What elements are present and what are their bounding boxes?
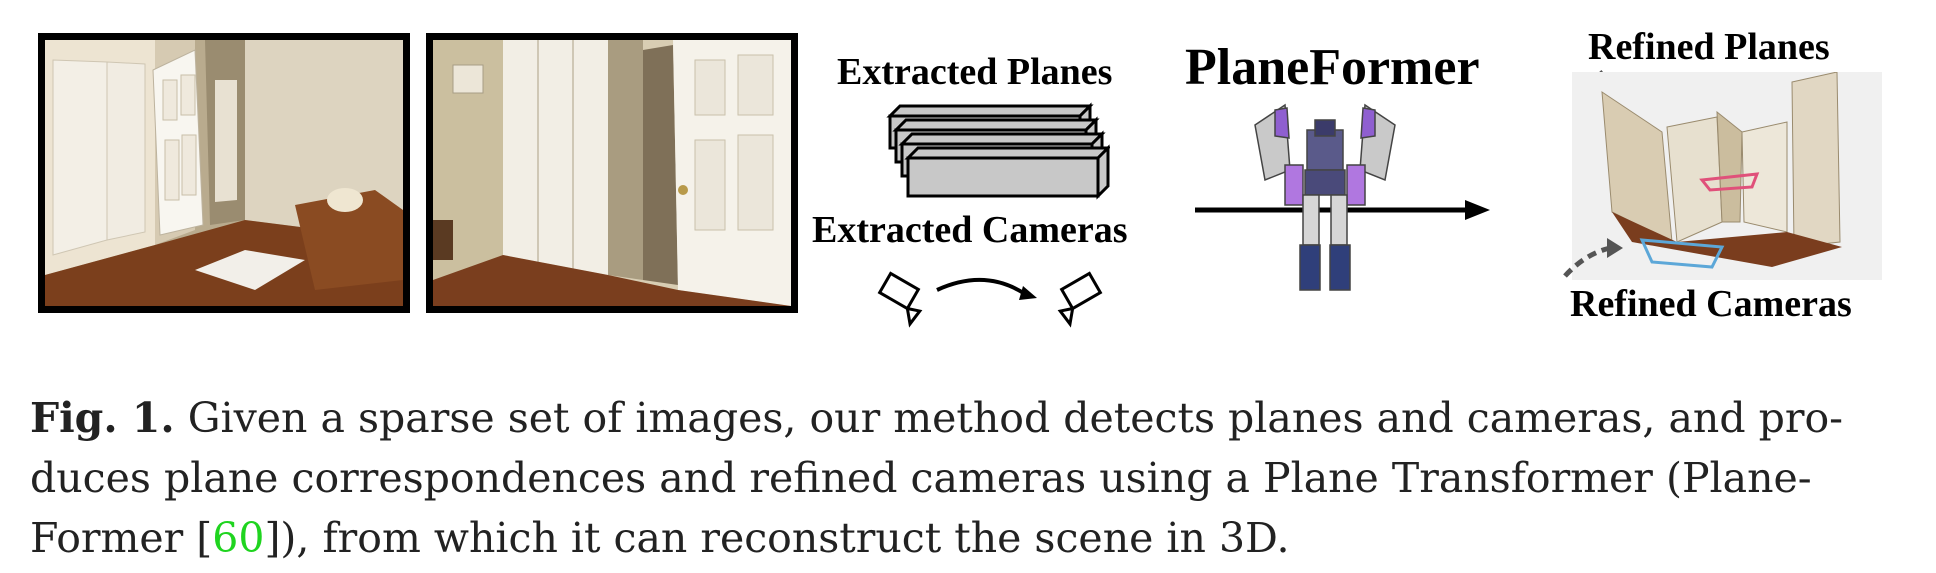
caption-word: detects [1063, 394, 1215, 442]
extracted-planes-icon [886, 102, 1110, 200]
caption-text: ]), from which it can reconstruct the sc… [264, 514, 1290, 562]
caption-word: correspondences [291, 454, 647, 502]
caption-word: set [507, 394, 570, 442]
caption-word: of [582, 394, 623, 442]
caption-word: and [659, 454, 737, 502]
caption-word: using [1099, 454, 1213, 502]
caption-word: our [809, 394, 881, 442]
refined-planes-label: Refined Planes [1588, 26, 1830, 68]
planeformer-label: PlaneFormer [1185, 39, 1480, 96]
citation-link[interactable]: 60 [212, 514, 265, 562]
caption-word: Transformer [1391, 454, 1653, 502]
figure-caption: Fig. 1. Given a sparse set of images, ou… [30, 388, 1910, 568]
caption-word: sparse [358, 394, 495, 442]
caption-word: planes [1228, 394, 1364, 442]
caption-word: Plane [1263, 454, 1379, 502]
transformer-robot-icon [1254, 103, 1396, 291]
caption-word: pro- [1758, 394, 1844, 442]
extracted-cameras-icon [877, 271, 1103, 328]
caption-word: and [1376, 394, 1454, 442]
input-image-2 [426, 33, 798, 313]
caption-word: images, [635, 394, 797, 442]
caption-word: and [1668, 394, 1746, 442]
figure-label: Fig. 1. [30, 394, 175, 442]
caption-word: a [320, 394, 345, 442]
extracted-planes-label: Extracted Planes [837, 51, 1113, 93]
input-image-1 [38, 33, 410, 313]
caption-word: (Plane- [1665, 454, 1812, 502]
caption-word: duces [30, 454, 151, 502]
extracted-cameras-label: Extracted Cameras [812, 209, 1128, 251]
caption-word: cameras, [1466, 394, 1656, 442]
caption-line-1: Fig. 1. Given a sparse set of images, ou… [30, 388, 1910, 448]
caption-word: plane [163, 454, 279, 502]
refined-cameras-arrow [1563, 238, 1623, 278]
caption-word: a [1225, 454, 1250, 502]
caption-text: Former [ [30, 514, 213, 562]
caption-word: cameras [910, 454, 1087, 502]
caption-line-2: duces plane correspondences and refined … [30, 448, 1910, 508]
caption-word: method [893, 394, 1051, 442]
caption-line-3: Former [60]), from which it can reconstr… [30, 508, 1910, 568]
caption-word: Given [187, 394, 308, 442]
refined-cameras-label: Refined Cameras [1570, 283, 1852, 325]
caption-word: refined [749, 454, 898, 502]
reconstruction-image [1572, 71, 1882, 280]
